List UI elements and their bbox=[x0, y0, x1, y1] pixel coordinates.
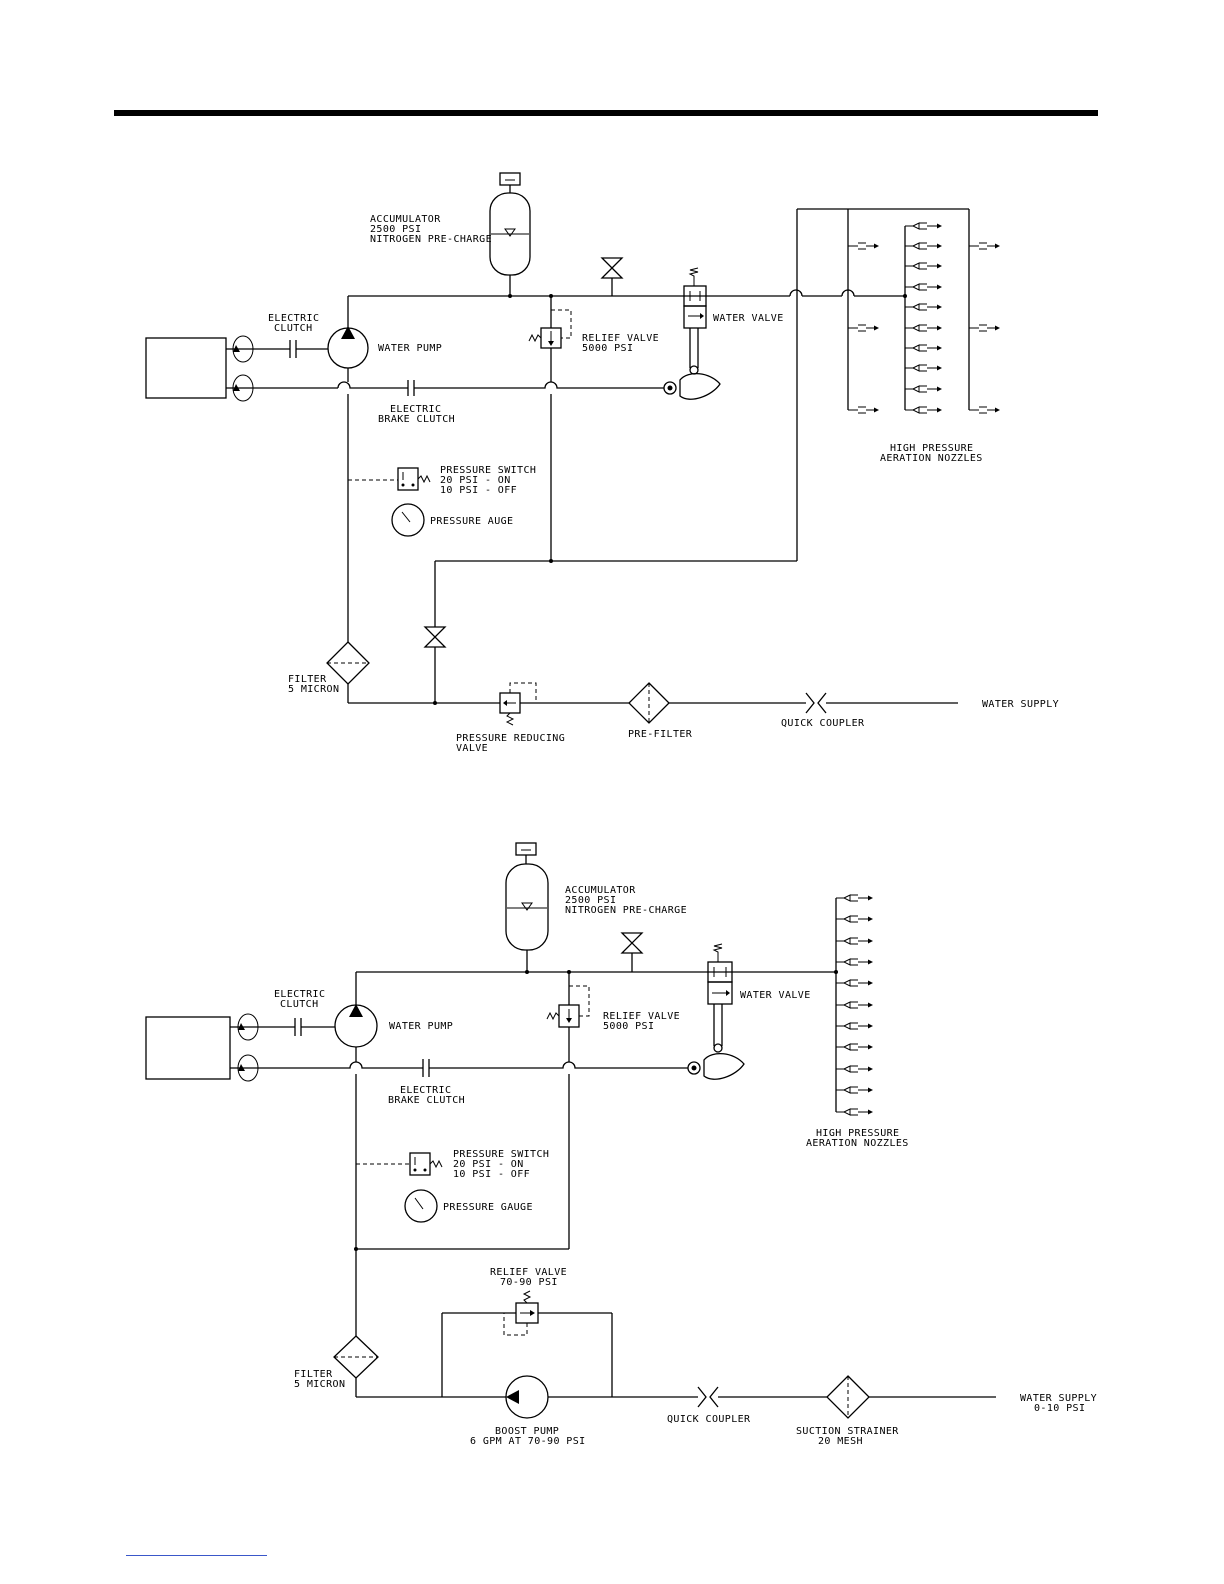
prefilter-icon bbox=[628, 682, 670, 724]
water-pump-label: WATER PUMP bbox=[389, 1021, 453, 1032]
cam-actuator-icon bbox=[687, 1053, 745, 1080]
pressure-gauge-icon bbox=[391, 503, 425, 537]
accumulator-icon bbox=[505, 842, 549, 974]
water-pump-icon bbox=[327, 326, 369, 369]
brake-clutch-icon bbox=[407, 380, 415, 396]
pressure-switch-icon bbox=[397, 467, 431, 491]
water-supply-label: WATER SUPPLY bbox=[982, 699, 1059, 710]
cam-actuator-icon bbox=[663, 373, 721, 400]
pressure-gauge-label: PRESSURE GAUGE bbox=[443, 1202, 533, 1213]
electric-clutch-icon bbox=[289, 340, 297, 358]
prefilter-label: PRE-FILTER bbox=[628, 729, 693, 740]
shutoff-valve-icon bbox=[600, 257, 624, 296]
water-valve-label: WATER VALVE bbox=[713, 313, 784, 324]
motor-box bbox=[145, 1016, 231, 1080]
nozzle-manifold bbox=[835, 894, 874, 1116]
quick-coupler-icon bbox=[697, 1386, 719, 1408]
shutoff-valve-icon bbox=[620, 932, 644, 972]
pressure-gauge-icon bbox=[404, 1189, 438, 1223]
accumulator-icon bbox=[489, 172, 531, 298]
water-valve-icon bbox=[683, 267, 707, 375]
pressure-gauge-label: PRESSURE AUGE bbox=[430, 516, 513, 527]
brake-clutch-icon bbox=[422, 1059, 430, 1077]
filter-icon bbox=[326, 641, 370, 685]
boost-pump-icon bbox=[505, 1375, 549, 1419]
water-pump-label: WATER PUMP bbox=[378, 343, 442, 354]
water-pump-icon bbox=[334, 1004, 378, 1048]
quick-coupler-label: QUICK COUPLER bbox=[781, 718, 865, 729]
footer-rule bbox=[126, 1555, 267, 1556]
pressure-switch-icon bbox=[409, 1152, 443, 1176]
quick-coupler-icon bbox=[805, 692, 827, 714]
filter-icon bbox=[333, 1335, 379, 1379]
electric-clutch-icon bbox=[294, 1018, 302, 1036]
pressure-reducing-valve-icon bbox=[499, 682, 537, 726]
suction-strainer-icon bbox=[826, 1375, 870, 1419]
header-rule bbox=[114, 110, 1098, 116]
water-valve-label: WATER VALVE bbox=[740, 990, 811, 1001]
relief-valve-icon bbox=[546, 985, 590, 1028]
water-valve-icon bbox=[707, 943, 733, 1053]
motor-box bbox=[145, 337, 227, 399]
nozzle-manifold bbox=[847, 209, 1001, 414]
shutoff-valve-icon bbox=[423, 626, 447, 648]
relief-valve-icon bbox=[528, 309, 572, 349]
quick-coupler-label: QUICK COUPLER bbox=[667, 1414, 751, 1425]
